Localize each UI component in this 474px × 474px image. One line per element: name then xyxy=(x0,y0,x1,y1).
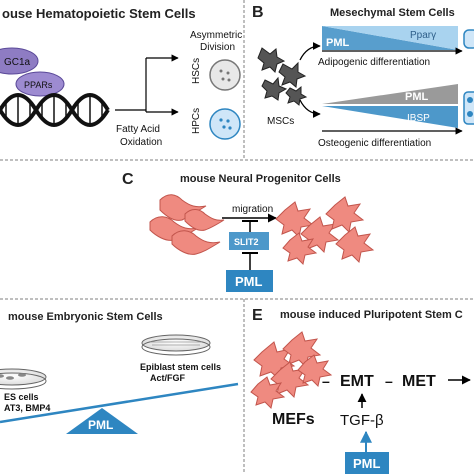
fao-label-2: Oxidation xyxy=(120,137,162,148)
fao-label-1: Fatty Acid xyxy=(116,124,160,135)
epi-dish xyxy=(141,334,211,352)
epi-label-1: Epiblast stem cells xyxy=(140,362,221,372)
mefs-label: MEFs xyxy=(272,411,315,428)
factor-gc1a-label: GC1a xyxy=(4,57,31,68)
adipocyte-edge xyxy=(463,29,474,49)
hpcs-label: HPCs xyxy=(191,108,202,134)
hscs-label: HSCs xyxy=(191,58,202,84)
es-label-1: ES cells xyxy=(4,392,39,402)
factor-ppars-label: PPARs xyxy=(24,80,53,90)
hsc-cell xyxy=(209,59,241,91)
es-label-2: AT3, BMP4 xyxy=(4,403,50,413)
hpc-cell xyxy=(209,108,241,140)
migration-label: migration xyxy=(232,204,273,215)
panel-a: ouse Hematopoietic Stem Cells GC1a PPARs… xyxy=(0,6,242,148)
pml-c-box xyxy=(226,270,273,292)
emt-label: EMT xyxy=(340,373,374,390)
osteo-caption: Osteogenic differentiation xyxy=(318,138,431,149)
factor-gc1a xyxy=(0,47,39,75)
seesaw-beam xyxy=(0,382,239,424)
pml-osteo-wedge xyxy=(322,84,458,104)
dash-1: – xyxy=(322,373,330,389)
pml-d-label: PML xyxy=(88,418,113,432)
ppary-label: Pparγ xyxy=(410,30,436,41)
pml-e-box xyxy=(345,452,389,474)
panel-c: C mouse Neural Progenitor Cells migratio… xyxy=(122,171,375,292)
msc-cells xyxy=(257,47,308,106)
slit2-box xyxy=(229,232,269,250)
panel-b: B Mesechymal Stem Cells MSCs PML Pparγ A… xyxy=(252,4,474,149)
panel-e-letter: E xyxy=(252,307,263,324)
dash-2: – xyxy=(385,373,393,389)
mef-cells xyxy=(250,331,333,409)
epi-label-2: Act/FGF xyxy=(150,373,186,383)
pml-adipo-label: PML xyxy=(326,37,350,49)
msc-label: MSCs xyxy=(267,116,294,127)
pml-osteo-label: PML xyxy=(405,91,429,103)
panel-b-letter: B xyxy=(252,4,264,21)
panel-c-title: mouse Neural Progenitor Cells xyxy=(180,173,341,185)
adipo-caption: Adipogenic differentiation xyxy=(318,57,430,68)
panel-d-title: mouse Embryonic Stem Cells xyxy=(8,311,163,323)
tgfb-label: TGF-β xyxy=(340,412,384,429)
panel-a-title: ouse Hematopoietic Stem Cells xyxy=(2,6,196,21)
npc-cells-right xyxy=(275,196,375,265)
panel-c-letter: C xyxy=(122,171,134,188)
ppary-wedge xyxy=(322,26,458,50)
panel-b-title: Mesechymal Stem Cells xyxy=(330,7,455,19)
pml-e-label: PML xyxy=(353,456,381,471)
outcome-label-1: Asymmetric xyxy=(190,30,242,41)
adipo-arrow xyxy=(299,42,321,61)
dna-helix xyxy=(0,93,110,127)
ibsp-wedge xyxy=(322,106,458,128)
slit2-label: SLIT2 xyxy=(234,237,259,247)
ibsp-label: IBSP xyxy=(407,113,430,124)
met-label: MET xyxy=(402,373,436,390)
panel-e: E mouse induced Pluripotent Stem C MEFs … xyxy=(250,307,471,474)
npc-cells-left xyxy=(149,194,225,255)
osteo-arrow xyxy=(299,99,321,118)
factor-ppars xyxy=(15,71,65,97)
panel-e-title: mouse induced Pluripotent Stem C xyxy=(280,309,463,321)
seesaw-fulcrum xyxy=(66,408,138,434)
outcome-label-2: Division xyxy=(200,42,235,53)
osteocyte-edge xyxy=(463,91,474,125)
panel-d: mouse Embryonic Stem Cells ES cells AT3,… xyxy=(0,311,239,434)
pml-c-label: PML xyxy=(235,274,263,289)
